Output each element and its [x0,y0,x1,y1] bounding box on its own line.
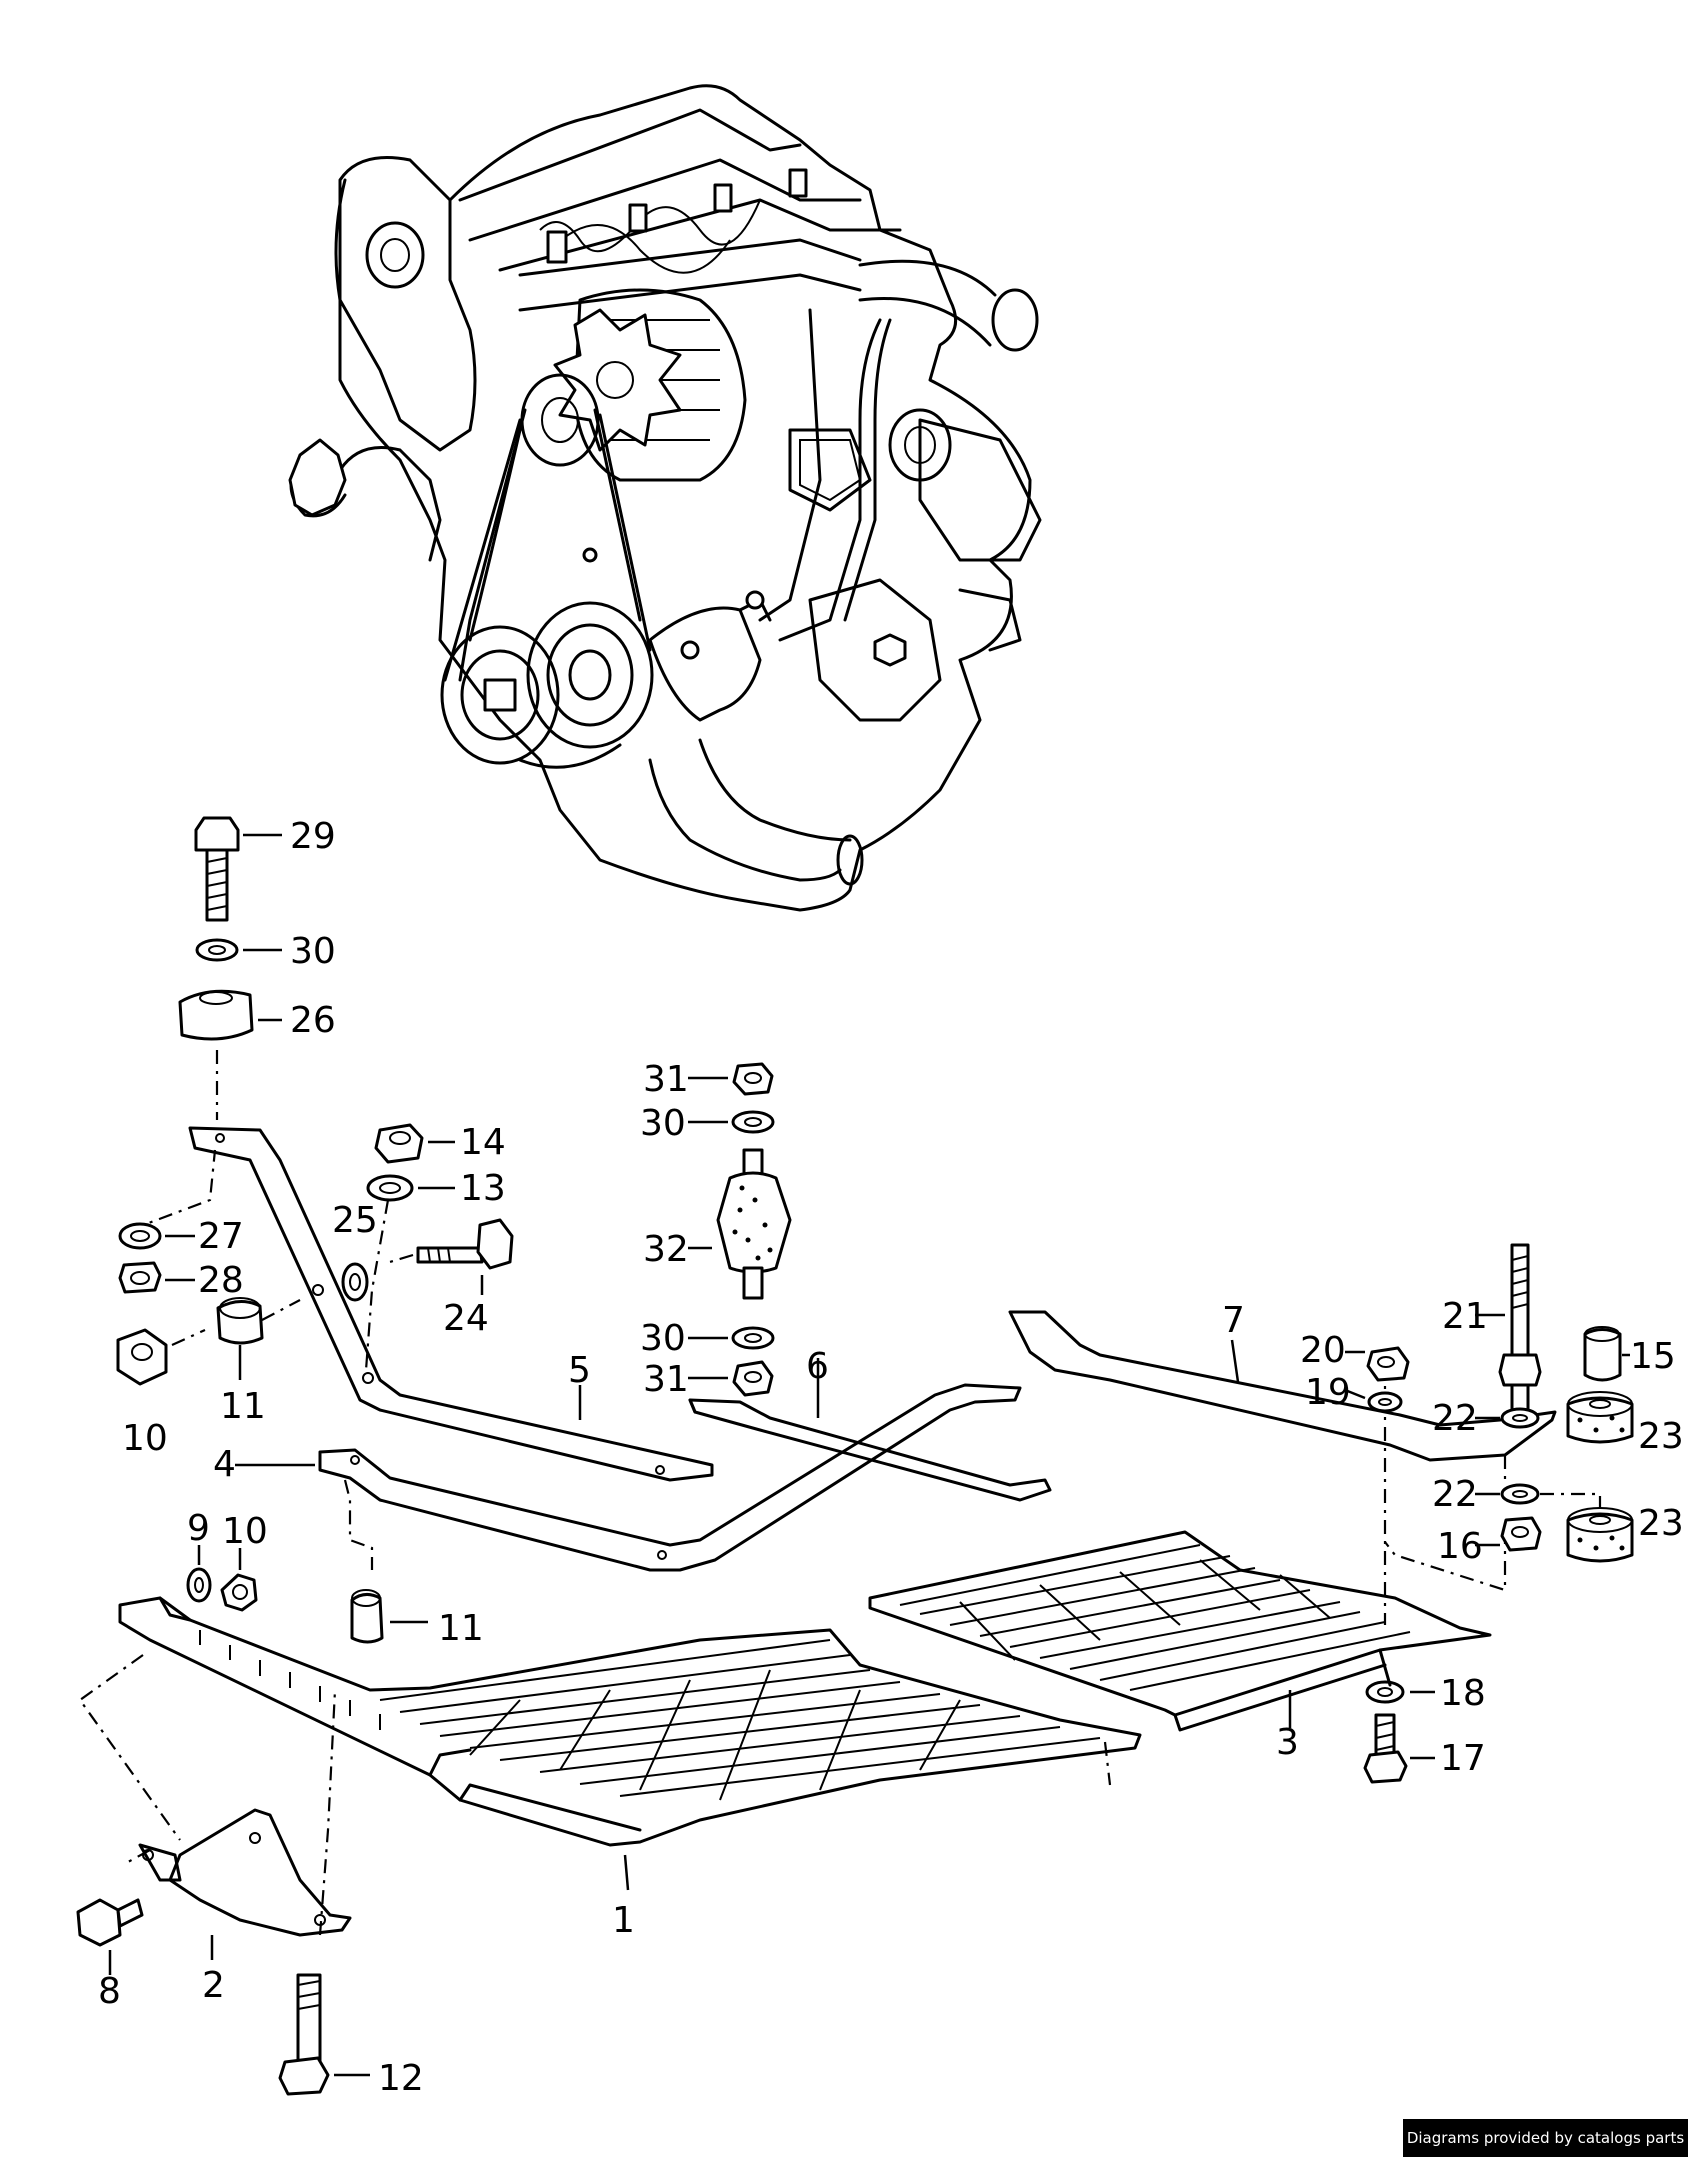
label-28: 28 [198,1260,244,1301]
engine-illustration [288,84,1042,912]
label-12: 12 [378,2058,424,2099]
label-22-lower: 22 [1432,1474,1478,1515]
label-23-lower: 23 [1638,1503,1684,1544]
label-8: 8 [98,1971,121,2012]
label-11-lower: 11 [438,1608,484,1649]
label-16: 16 [1437,1526,1483,1567]
label-32: 32 [643,1229,689,1270]
label-7: 7 [1222,1300,1245,1341]
label-29: 29 [290,816,336,857]
left-mount-hardware [178,816,282,1120]
center-mount-hardware [688,1062,792,1397]
label-5: 5 [568,1350,591,1391]
label-10-lower: 10 [222,1511,268,1552]
label-13: 13 [460,1168,506,1209]
label-3: 3 [1276,1722,1299,1763]
right-bracket [1008,1243,1634,1784]
label-26: 26 [290,1000,336,1041]
label-11-upper: 11 [220,1386,266,1427]
label-21: 21 [1442,1296,1488,1337]
label-10-upper: 10 [122,1418,168,1459]
center-left-hardware [341,1123,514,1371]
label-24: 24 [443,1298,489,1339]
label-6: 6 [806,1346,829,1387]
subframe-brackets [129,1126,1052,1572]
label-30-center-lower: 30 [640,1318,686,1359]
label-4: 4 [213,1444,236,1485]
label-19: 19 [1305,1372,1351,1413]
label-31-lower: 31 [643,1359,689,1400]
label-27: 27 [198,1216,244,1257]
left-hardware [116,1222,301,1386]
callout-labels: 1 2 3 4 5 6 7 8 9 10 10 11 11 12 13 14 1… [98,816,1684,2099]
label-14: 14 [460,1122,506,1163]
label-1: 1 [612,1900,635,1941]
skid-plates [78,1530,1492,1960]
label-30-top: 30 [290,931,336,972]
label-2: 2 [202,1965,225,2006]
label-31-upper: 31 [643,1059,689,1100]
label-9: 9 [187,1508,210,1549]
label-20: 20 [1300,1330,1346,1371]
label-25: 25 [332,1200,378,1241]
attribution-footer: Diagrams provided by catalogs parts [1403,2119,1688,2157]
label-15: 15 [1630,1336,1676,1377]
label-23-upper: 23 [1638,1416,1684,1457]
label-18: 18 [1440,1673,1486,1714]
label-17: 17 [1440,1738,1486,1779]
label-22-upper: 22 [1432,1398,1478,1439]
lower-hardware [76,1545,428,2096]
label-30-center-upper: 30 [640,1103,686,1144]
